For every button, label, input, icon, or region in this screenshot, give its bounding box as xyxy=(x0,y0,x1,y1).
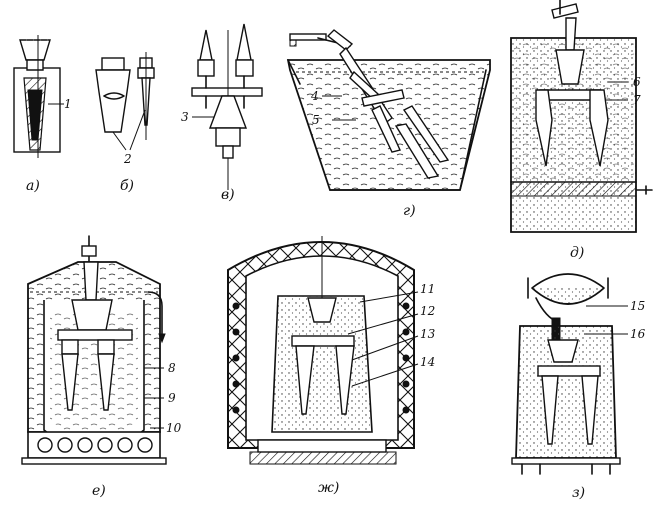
hanger-arm xyxy=(289,29,393,126)
panel-e: 8 9 10 е) xyxy=(21,235,182,499)
shell-right xyxy=(581,375,599,445)
callout-2: 2 xyxy=(123,152,132,166)
dipped-cluster xyxy=(361,89,450,179)
caption-e: е) xyxy=(92,483,106,499)
callout-4: 4 xyxy=(310,89,319,103)
air-distribution-grid xyxy=(510,181,637,197)
callout-1: 1 xyxy=(64,97,72,111)
caption-a: а) xyxy=(26,178,40,194)
runner-bar xyxy=(191,87,263,97)
callout-16: 16 xyxy=(630,327,646,341)
caption-d: д) xyxy=(570,245,584,261)
caption-z: з) xyxy=(572,485,585,501)
pouring-ladle xyxy=(531,287,605,305)
pour-funnel xyxy=(19,39,51,61)
callout-8: 8 xyxy=(168,361,176,375)
callout-11: 11 xyxy=(420,282,435,296)
panel-g: 4 5 г) xyxy=(286,29,491,219)
callout-13: 13 xyxy=(420,327,436,341)
shell-right xyxy=(335,345,355,415)
callout-10: 10 xyxy=(166,421,182,435)
callout-6: 6 xyxy=(633,75,641,89)
callout-15: 15 xyxy=(630,299,645,313)
sprue-cup xyxy=(555,49,585,85)
caption-g: г) xyxy=(403,203,416,219)
callout-12: 12 xyxy=(420,304,435,318)
pattern-cone-left xyxy=(199,29,213,61)
shell-right xyxy=(589,89,609,167)
panel-d: 6 7 д) xyxy=(510,0,653,261)
shell-right xyxy=(97,353,115,411)
heater-tubes xyxy=(37,437,153,453)
panel-b: 2 б) xyxy=(95,52,155,194)
panel-zh: 11 12 13 14 ж) xyxy=(227,236,436,496)
panel-v: 3 в) xyxy=(181,23,263,203)
panel-a: 1 а) xyxy=(13,35,72,194)
callout-14: 14 xyxy=(420,355,435,369)
shell-left xyxy=(61,353,79,411)
callout-7: 7 xyxy=(633,93,641,107)
callout-9: 9 xyxy=(168,391,176,405)
shell-left xyxy=(535,89,553,167)
sprue-cone xyxy=(208,95,248,129)
panel-z: 15 16 з) xyxy=(511,273,646,501)
caption-v: в) xyxy=(221,187,235,203)
caption-zh: ж) xyxy=(318,480,339,496)
shell-left xyxy=(295,345,315,415)
pattern-half-left xyxy=(95,69,131,133)
shell-left xyxy=(541,375,559,445)
callout-3: 3 xyxy=(181,110,189,124)
caption-b: б) xyxy=(120,178,134,194)
pattern-cone-right xyxy=(236,23,252,61)
callout-5: 5 xyxy=(312,113,320,127)
heating-elements xyxy=(232,302,410,414)
